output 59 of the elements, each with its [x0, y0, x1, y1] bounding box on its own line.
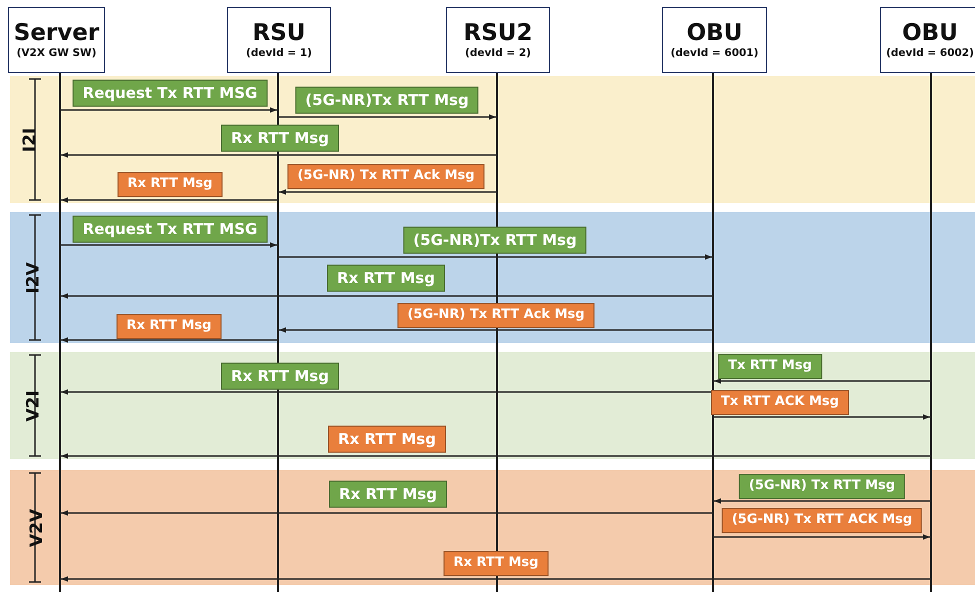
- message-arrow: [714, 378, 930, 384]
- lifeline: [930, 73, 932, 592]
- message-label: Rx RTT Msg: [329, 480, 447, 508]
- participant-name: OBU: [902, 20, 958, 46]
- message-arrow: [61, 389, 712, 395]
- message-arrow: [714, 498, 930, 504]
- message-arrow: [61, 293, 712, 299]
- participant-name: RSU2: [464, 20, 532, 46]
- phase-label: V2V: [27, 508, 48, 547]
- participant-box: [880, 7, 975, 73]
- message-label: (5G-NR) Tx RTT ACK Msg: [722, 508, 922, 533]
- message-arrow: [279, 327, 712, 333]
- message-label: (5G-NR)Tx RTT Msg: [295, 86, 479, 114]
- message-label: (5G-NR) Tx RTT Ack Msg: [397, 303, 595, 328]
- message-label: Rx RTT Msg: [221, 124, 339, 152]
- message-arrow: [61, 197, 277, 203]
- message-label: Rx RTT Msg: [328, 426, 446, 453]
- participant-name: RSU: [252, 20, 306, 46]
- message-label: Rx RTT Msg: [444, 551, 548, 576]
- message-arrow: [714, 414, 930, 420]
- participant-name: Server: [14, 20, 100, 46]
- message-arrow: [714, 534, 930, 540]
- message-arrow: [279, 254, 712, 260]
- message-label: (5G-NR) Tx RTT Ack Msg: [287, 164, 485, 189]
- phase-label: I2I: [20, 127, 40, 152]
- message-arrow: [61, 242, 277, 248]
- message-arrow: [279, 189, 496, 195]
- message-label: Rx RTT Msg: [327, 264, 445, 292]
- message-label: Tx RTT ACK Msg: [711, 390, 849, 415]
- phase-label: V2I: [24, 390, 44, 422]
- message-label: (5G-NR)Tx RTT Msg: [403, 226, 587, 254]
- message-arrow: [61, 107, 277, 113]
- participant-id: (devId = 6001): [670, 46, 758, 60]
- participant-id: (devId = 6002): [886, 46, 974, 60]
- participant-box: [8, 7, 105, 73]
- lifeline: [59, 73, 61, 592]
- participant-box: [446, 7, 550, 73]
- message-label: Rx RTT Msg: [221, 362, 339, 390]
- message-arrow: [279, 114, 496, 120]
- message-label: Request Tx RTT MSG: [72, 80, 268, 107]
- message-label: Rx RTT Msg: [116, 314, 222, 339]
- lifeline: [712, 73, 714, 592]
- participant-id: (devId = 1): [246, 46, 312, 60]
- message-label: Request Tx RTT MSG: [72, 216, 268, 243]
- message-arrow: [61, 453, 930, 459]
- message-arrow: [61, 510, 712, 516]
- lifeline: [277, 73, 279, 592]
- message-label: Rx RTT Msg: [118, 172, 222, 197]
- message-arrow: [61, 337, 277, 343]
- message-label: Tx RTT Msg: [718, 354, 822, 379]
- message-arrow: [61, 152, 496, 158]
- message-arrow: [61, 576, 930, 582]
- participant-box: [662, 7, 767, 73]
- phase-label: I2V: [24, 262, 44, 294]
- message-label: (5G-NR) Tx RTT Msg: [738, 474, 906, 499]
- participant-id: (devId = 2): [465, 46, 531, 60]
- participant-id: (V2X GW SW): [16, 46, 96, 60]
- participant-box: [227, 7, 331, 73]
- participant-name: OBU: [686, 20, 742, 46]
